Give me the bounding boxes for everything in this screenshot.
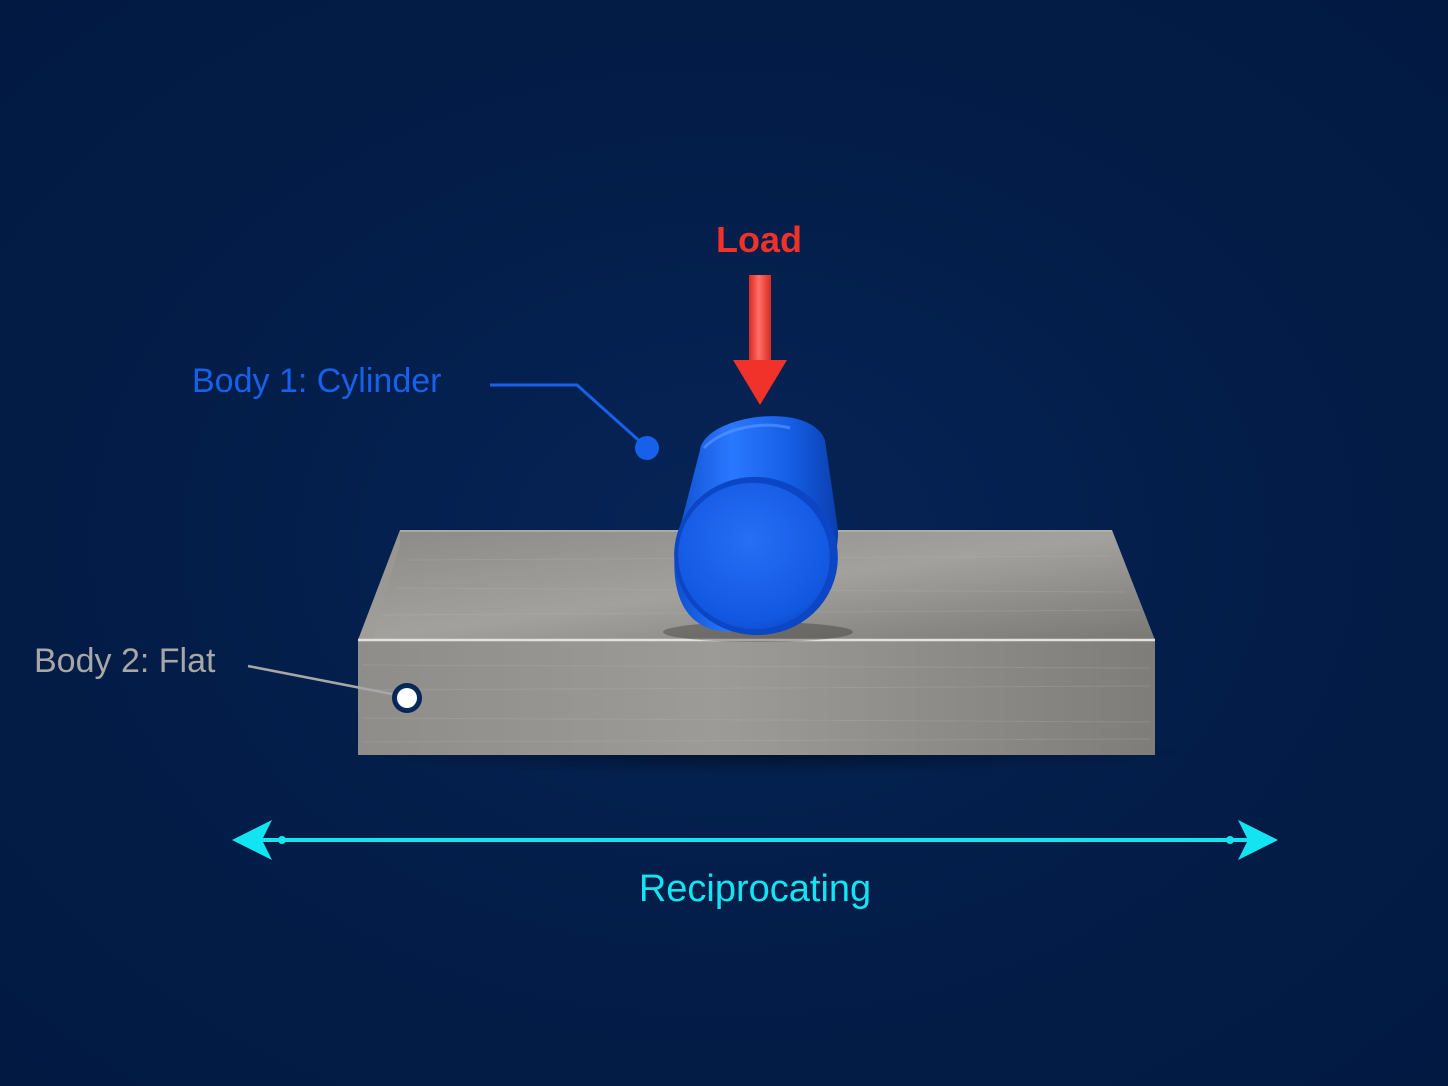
slab-front-face (358, 640, 1155, 755)
body1-marker-dot (635, 436, 659, 460)
body2-marker-dot (397, 688, 417, 708)
body1-leader (490, 383, 659, 460)
body2-leader (247, 664, 422, 713)
slab-left-bevel (358, 530, 400, 640)
reciprocating-label: Reciprocating (638, 868, 872, 910)
double-headed-arrow-icon (232, 820, 1278, 860)
cylinder-highlight (702, 423, 791, 450)
down-arrow-icon (733, 275, 787, 405)
load-label: Load (716, 219, 802, 260)
body2-label: Body 2: Flat (34, 642, 216, 680)
body1-label: Body 1: Cylinder (192, 362, 442, 400)
cylinder-end-face (678, 482, 830, 630)
cylinder (674, 416, 839, 636)
